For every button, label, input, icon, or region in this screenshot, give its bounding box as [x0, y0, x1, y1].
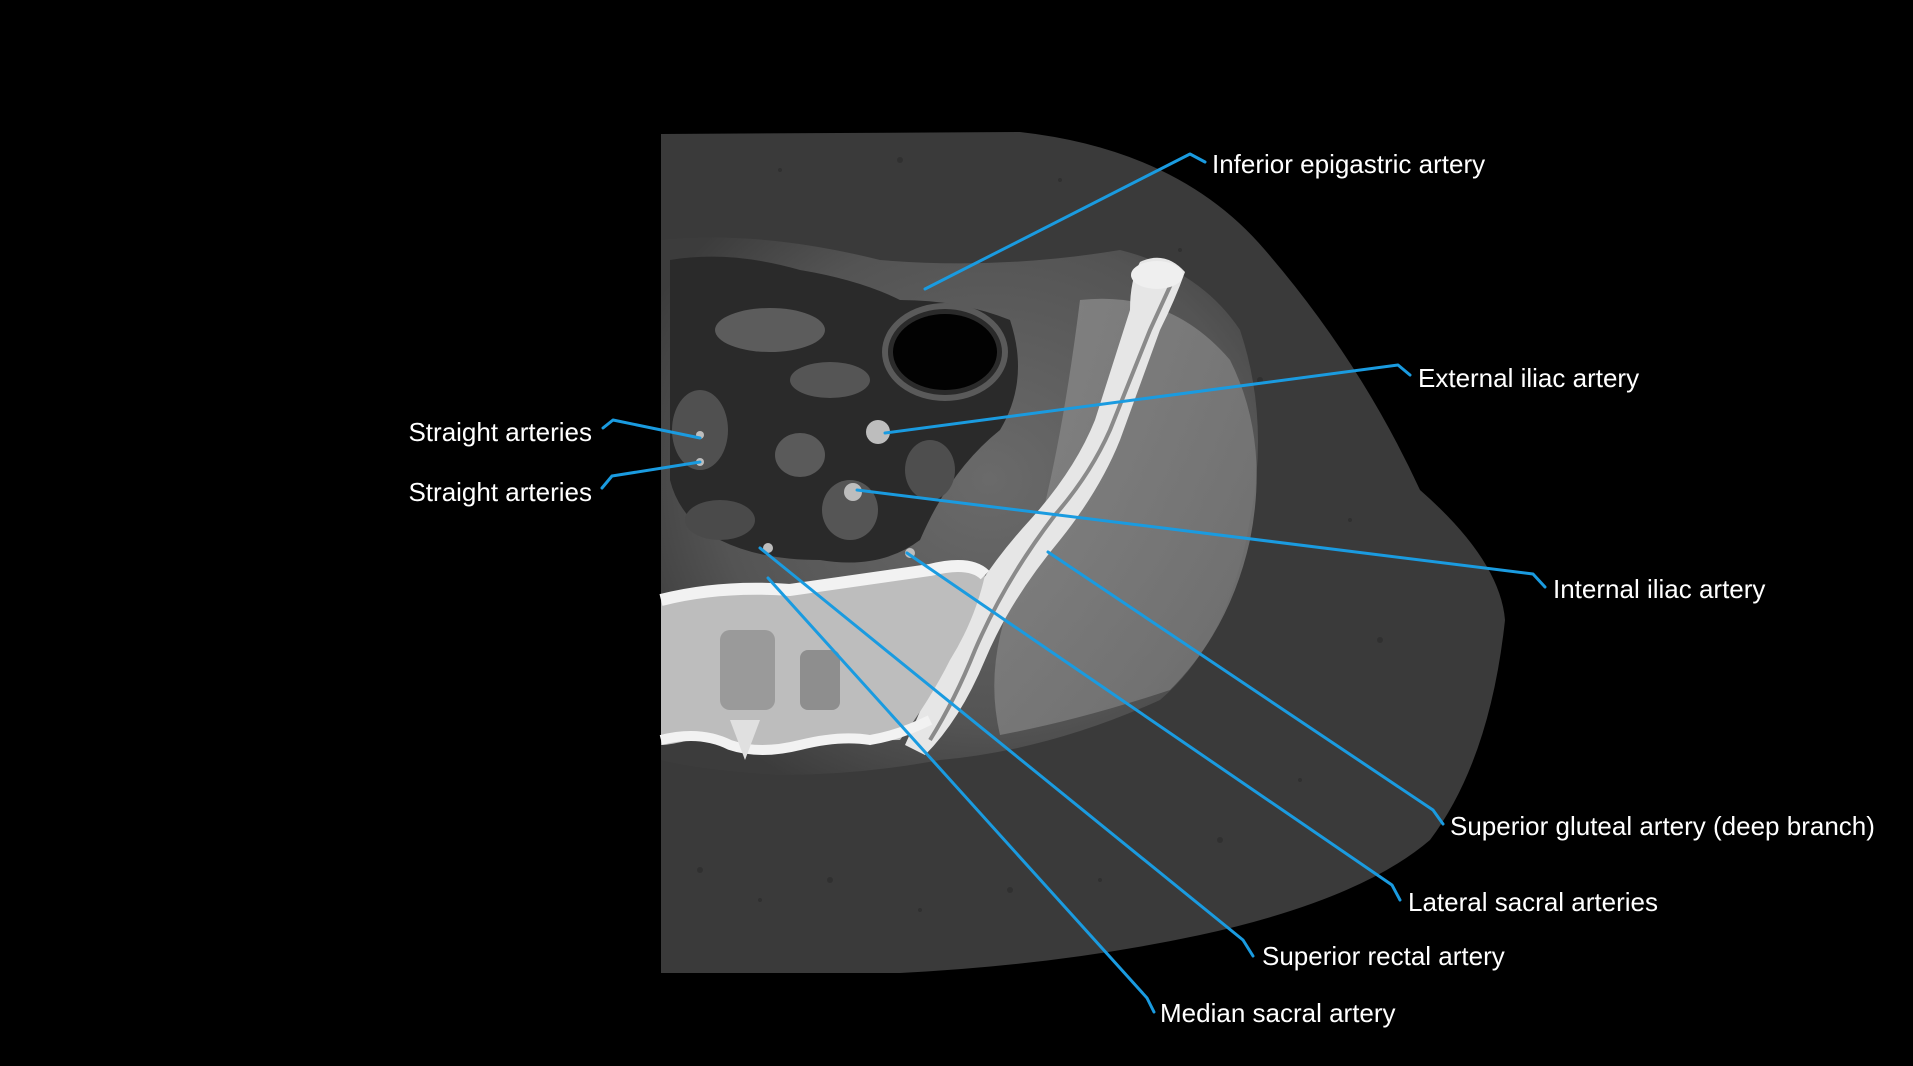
leader-superior-rectal — [758, 546, 1255, 958]
fat-texture — [697, 157, 1383, 912]
leader-straight-2 — [600, 460, 702, 490]
iliacus-muscle — [994, 298, 1257, 735]
leader-superior-gluteal — [1046, 550, 1445, 826]
leader-internal-iliac — [855, 488, 1547, 589]
label-superior-gluteal-artery: Superior gluteal artery (deep branch) — [1450, 811, 1875, 841]
label-straight-arteries-2: Straight arteries — [408, 477, 592, 507]
leader-lateral-sacral — [905, 551, 1402, 902]
label-internal-iliac-artery: Internal iliac artery — [1553, 574, 1766, 604]
leader-inferior-epigastric — [923, 152, 1207, 291]
iliac-bone — [905, 257, 1185, 755]
leader-straight-1 — [601, 418, 702, 440]
leader-external-iliac — [883, 363, 1412, 435]
label-median-sacral-artery: Median sacral artery — [1160, 998, 1396, 1028]
label-superior-rectal-artery: Superior rectal artery — [1262, 941, 1505, 971]
bowel-gas — [893, 314, 997, 390]
label-external-iliac-artery: External iliac artery — [1418, 363, 1640, 393]
leader-median-sacral — [766, 576, 1156, 1014]
label-lateral-sacral-arteries: Lateral sacral arteries — [1408, 887, 1658, 917]
label-inferior-epigastric-artery: Inferior epigastric artery — [1212, 149, 1486, 179]
label-straight-arteries-1: Straight arteries — [408, 417, 592, 447]
